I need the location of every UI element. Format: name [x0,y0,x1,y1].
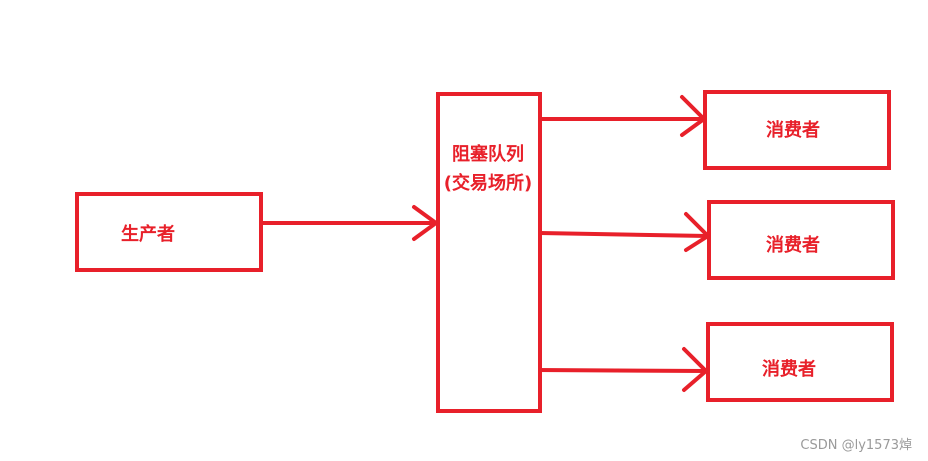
arrow-queue-to-consumer-2 [538,212,710,252]
consumer-box-3 [706,322,894,402]
producer-label: 生产者 [121,224,175,245]
queue-label: 阻塞队列 (交易场所) [433,140,543,198]
queue-box [436,92,542,413]
consumer-label-3: 消费者 [762,359,816,380]
arrow-producer-to-queue [260,205,438,241]
producer-box [75,192,263,272]
queue-subtitle: (交易场所) [443,173,533,194]
consumer-box-2 [707,200,895,280]
consumer-box-1 [703,90,891,170]
consumer-label-2: 消费者 [766,235,820,256]
arrow-queue-to-consumer-3 [534,347,708,392]
watermark-text: CSDN @ly1573焯 [800,438,912,453]
arrow-queue-to-consumer-1 [538,95,706,137]
consumer-label-1: 消费者 [766,120,820,141]
queue-title: 阻塞队列 [452,144,524,165]
